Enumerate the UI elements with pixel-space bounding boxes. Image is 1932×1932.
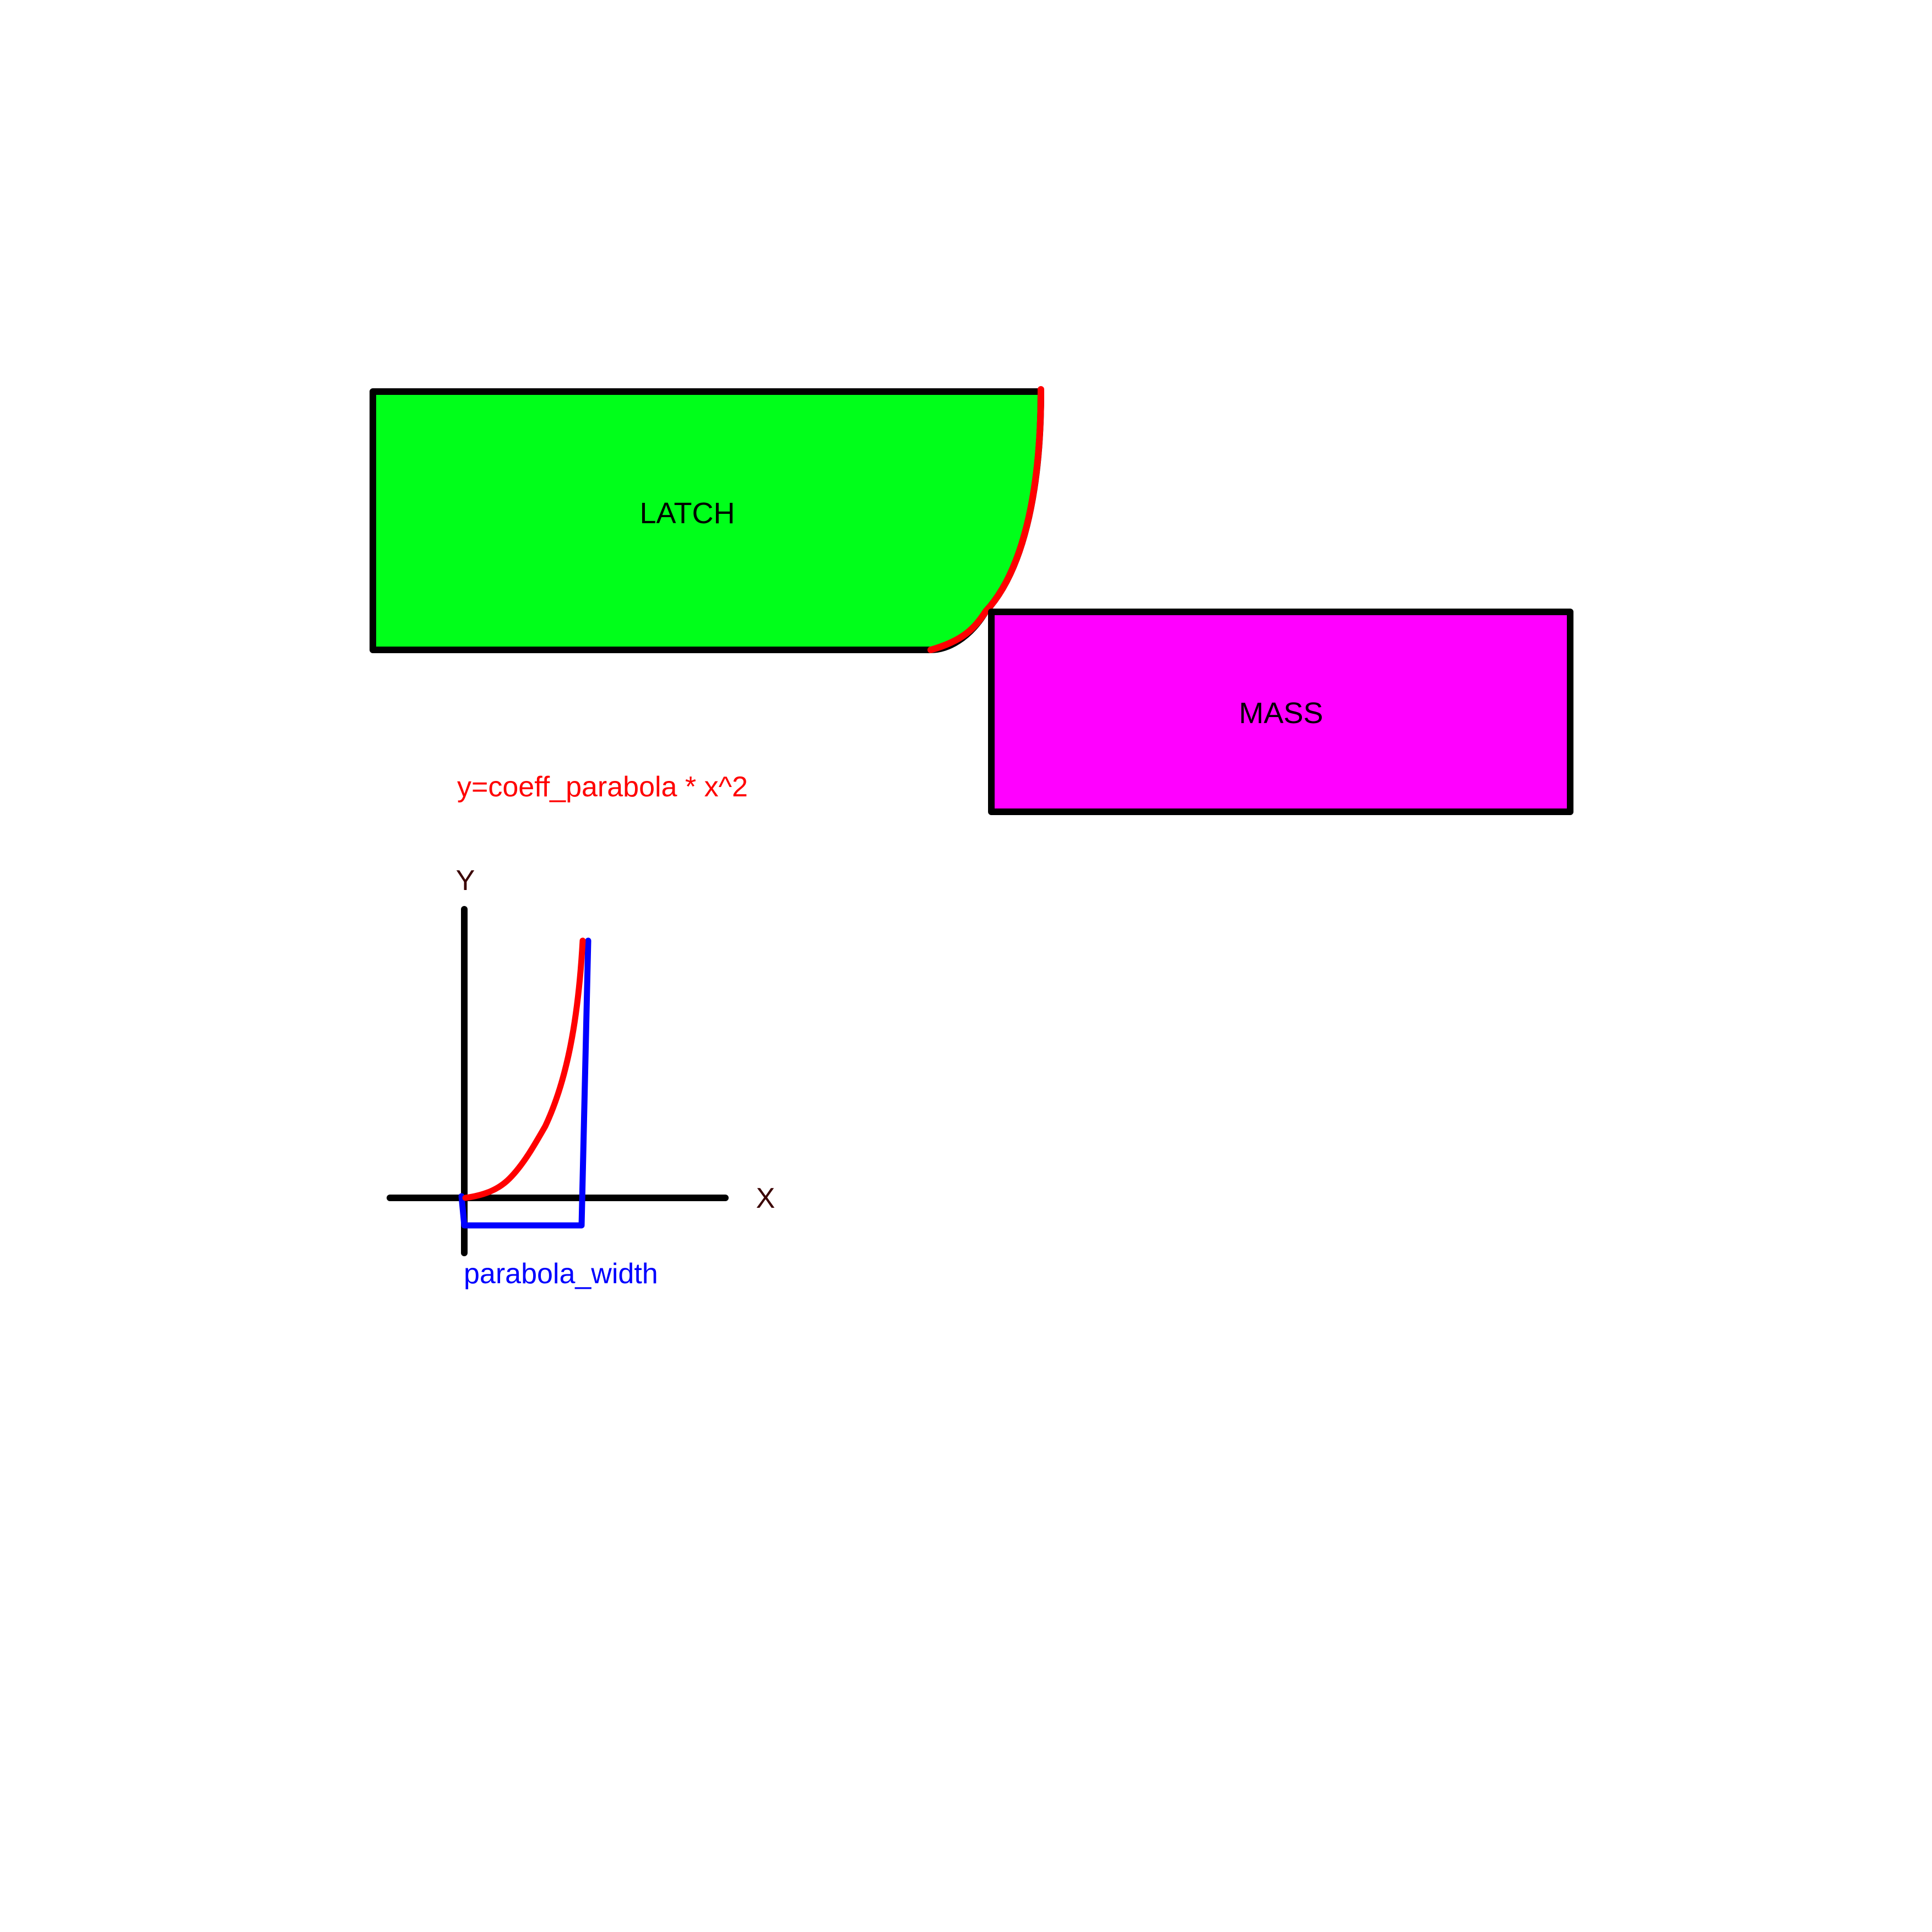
- parabola-graph: Y X parabola_width: [387, 865, 775, 1290]
- x-axis-label: X: [756, 1182, 775, 1214]
- parabola-width-label: parabola_width: [464, 1258, 658, 1290]
- mass-label: MASS: [1239, 697, 1323, 730]
- latch-parabola-edge: [927, 386, 1044, 653]
- mass-body: [988, 609, 1573, 815]
- y-axis-label: Y: [456, 865, 475, 897]
- parabola-curve: [462, 937, 586, 1201]
- latch-label: LATCH: [639, 497, 735, 530]
- parabola-width-bracket: [458, 937, 591, 1229]
- equation-text: y=coeff_parabola * x^2: [457, 771, 748, 803]
